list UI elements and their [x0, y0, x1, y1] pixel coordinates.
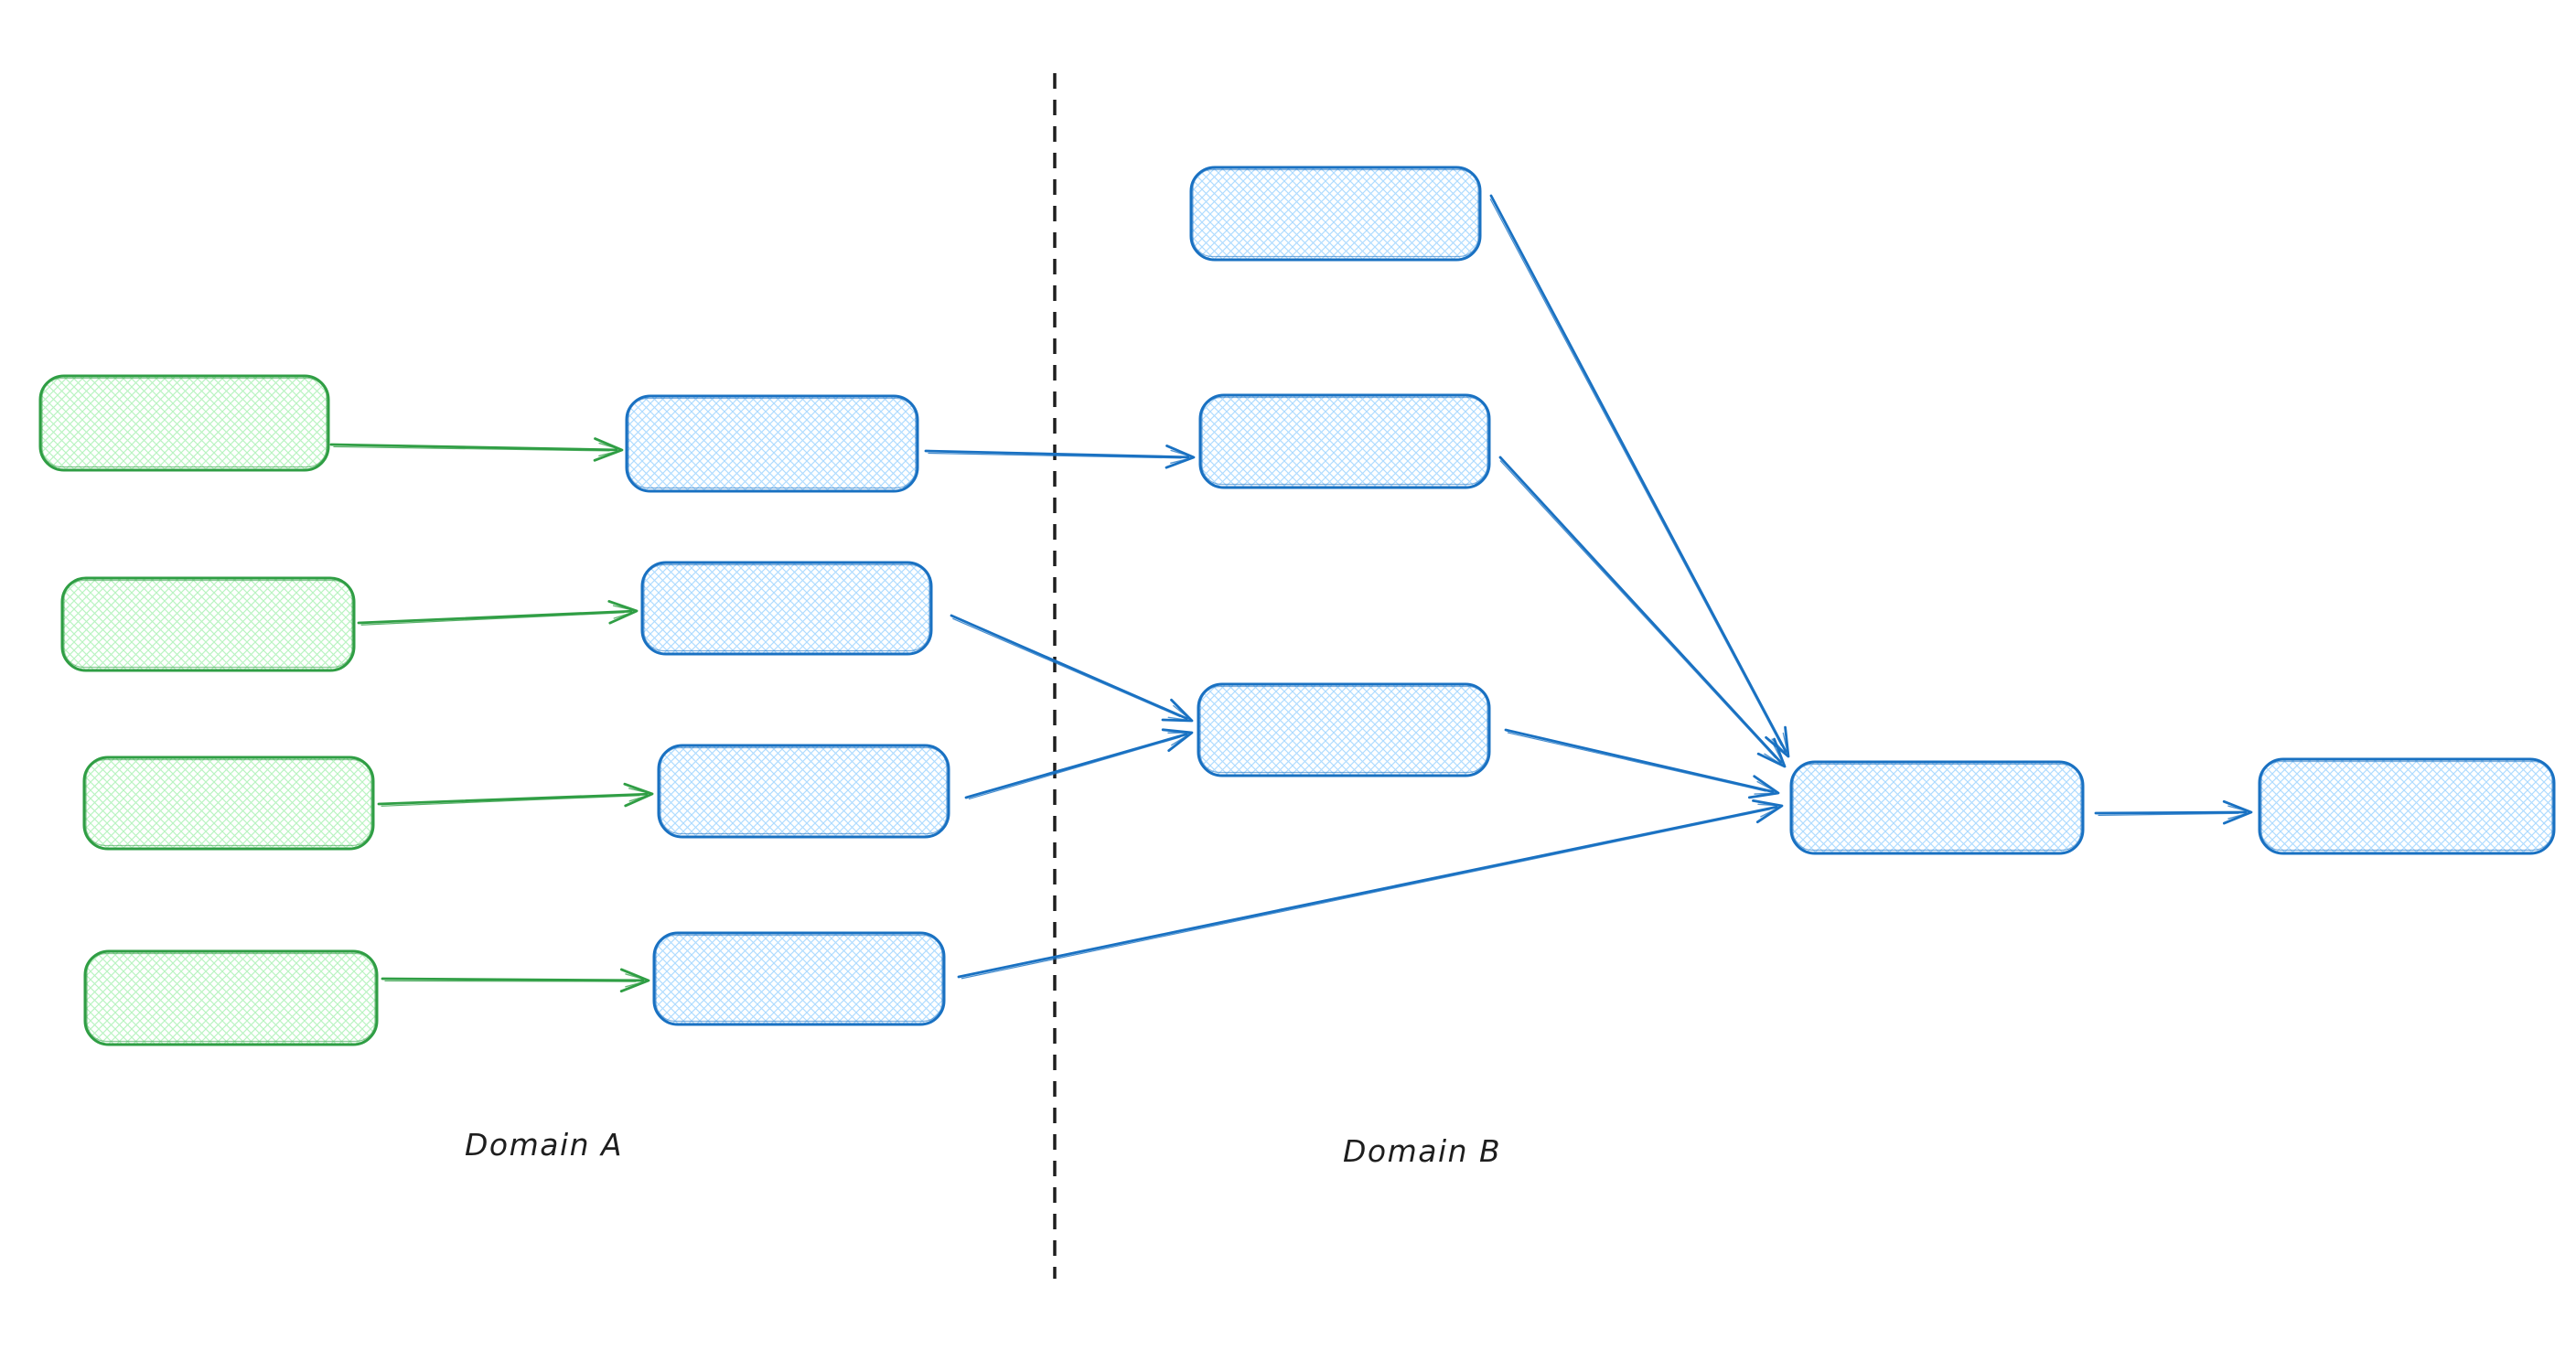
- blue-box-b1[interactable]: [1189, 166, 1482, 262]
- green-box-3[interactable]: [82, 756, 375, 851]
- blue-box-a4[interactable]: [652, 931, 946, 1026]
- blue-box-output[interactable]: [2258, 757, 2556, 855]
- blue-box-merge[interactable]: [1789, 760, 2085, 855]
- domain-b-label[interactable]: Domain B: [1343, 1133, 1501, 1169]
- domain-a-label[interactable]: Domain A: [465, 1127, 623, 1163]
- edge-g3-a3[interactable]: [377, 782, 654, 808]
- green-box-1[interactable]: [38, 374, 330, 472]
- edge-a2-b3[interactable]: [950, 614, 1194, 723]
- edge-b3-m[interactable]: [1504, 728, 1780, 799]
- edge-a1-b2[interactable]: [924, 445, 1196, 469]
- green-box-2[interactable]: [60, 576, 356, 672]
- edge-b2-m[interactable]: [1498, 456, 1787, 768]
- green-box-4[interactable]: [83, 949, 379, 1046]
- blue-box-a1[interactable]: [625, 394, 919, 493]
- blue-box-b3[interactable]: [1197, 682, 1491, 777]
- blue-box-a3[interactable]: [657, 744, 950, 839]
- edge-g2-a2[interactable]: [357, 600, 639, 626]
- edge-g1-a1[interactable]: [329, 437, 624, 462]
- edge-g4-a4[interactable]: [381, 968, 650, 993]
- blue-box-a2[interactable]: [640, 561, 933, 656]
- edge-a4-m[interactable]: [957, 799, 1784, 980]
- blue-box-b2[interactable]: [1198, 393, 1491, 489]
- edge-a3-b3[interactable]: [964, 728, 1194, 800]
- edge-m-f[interactable]: [2094, 799, 2253, 825]
- edge-b1-m[interactable]: [1489, 194, 1790, 758]
